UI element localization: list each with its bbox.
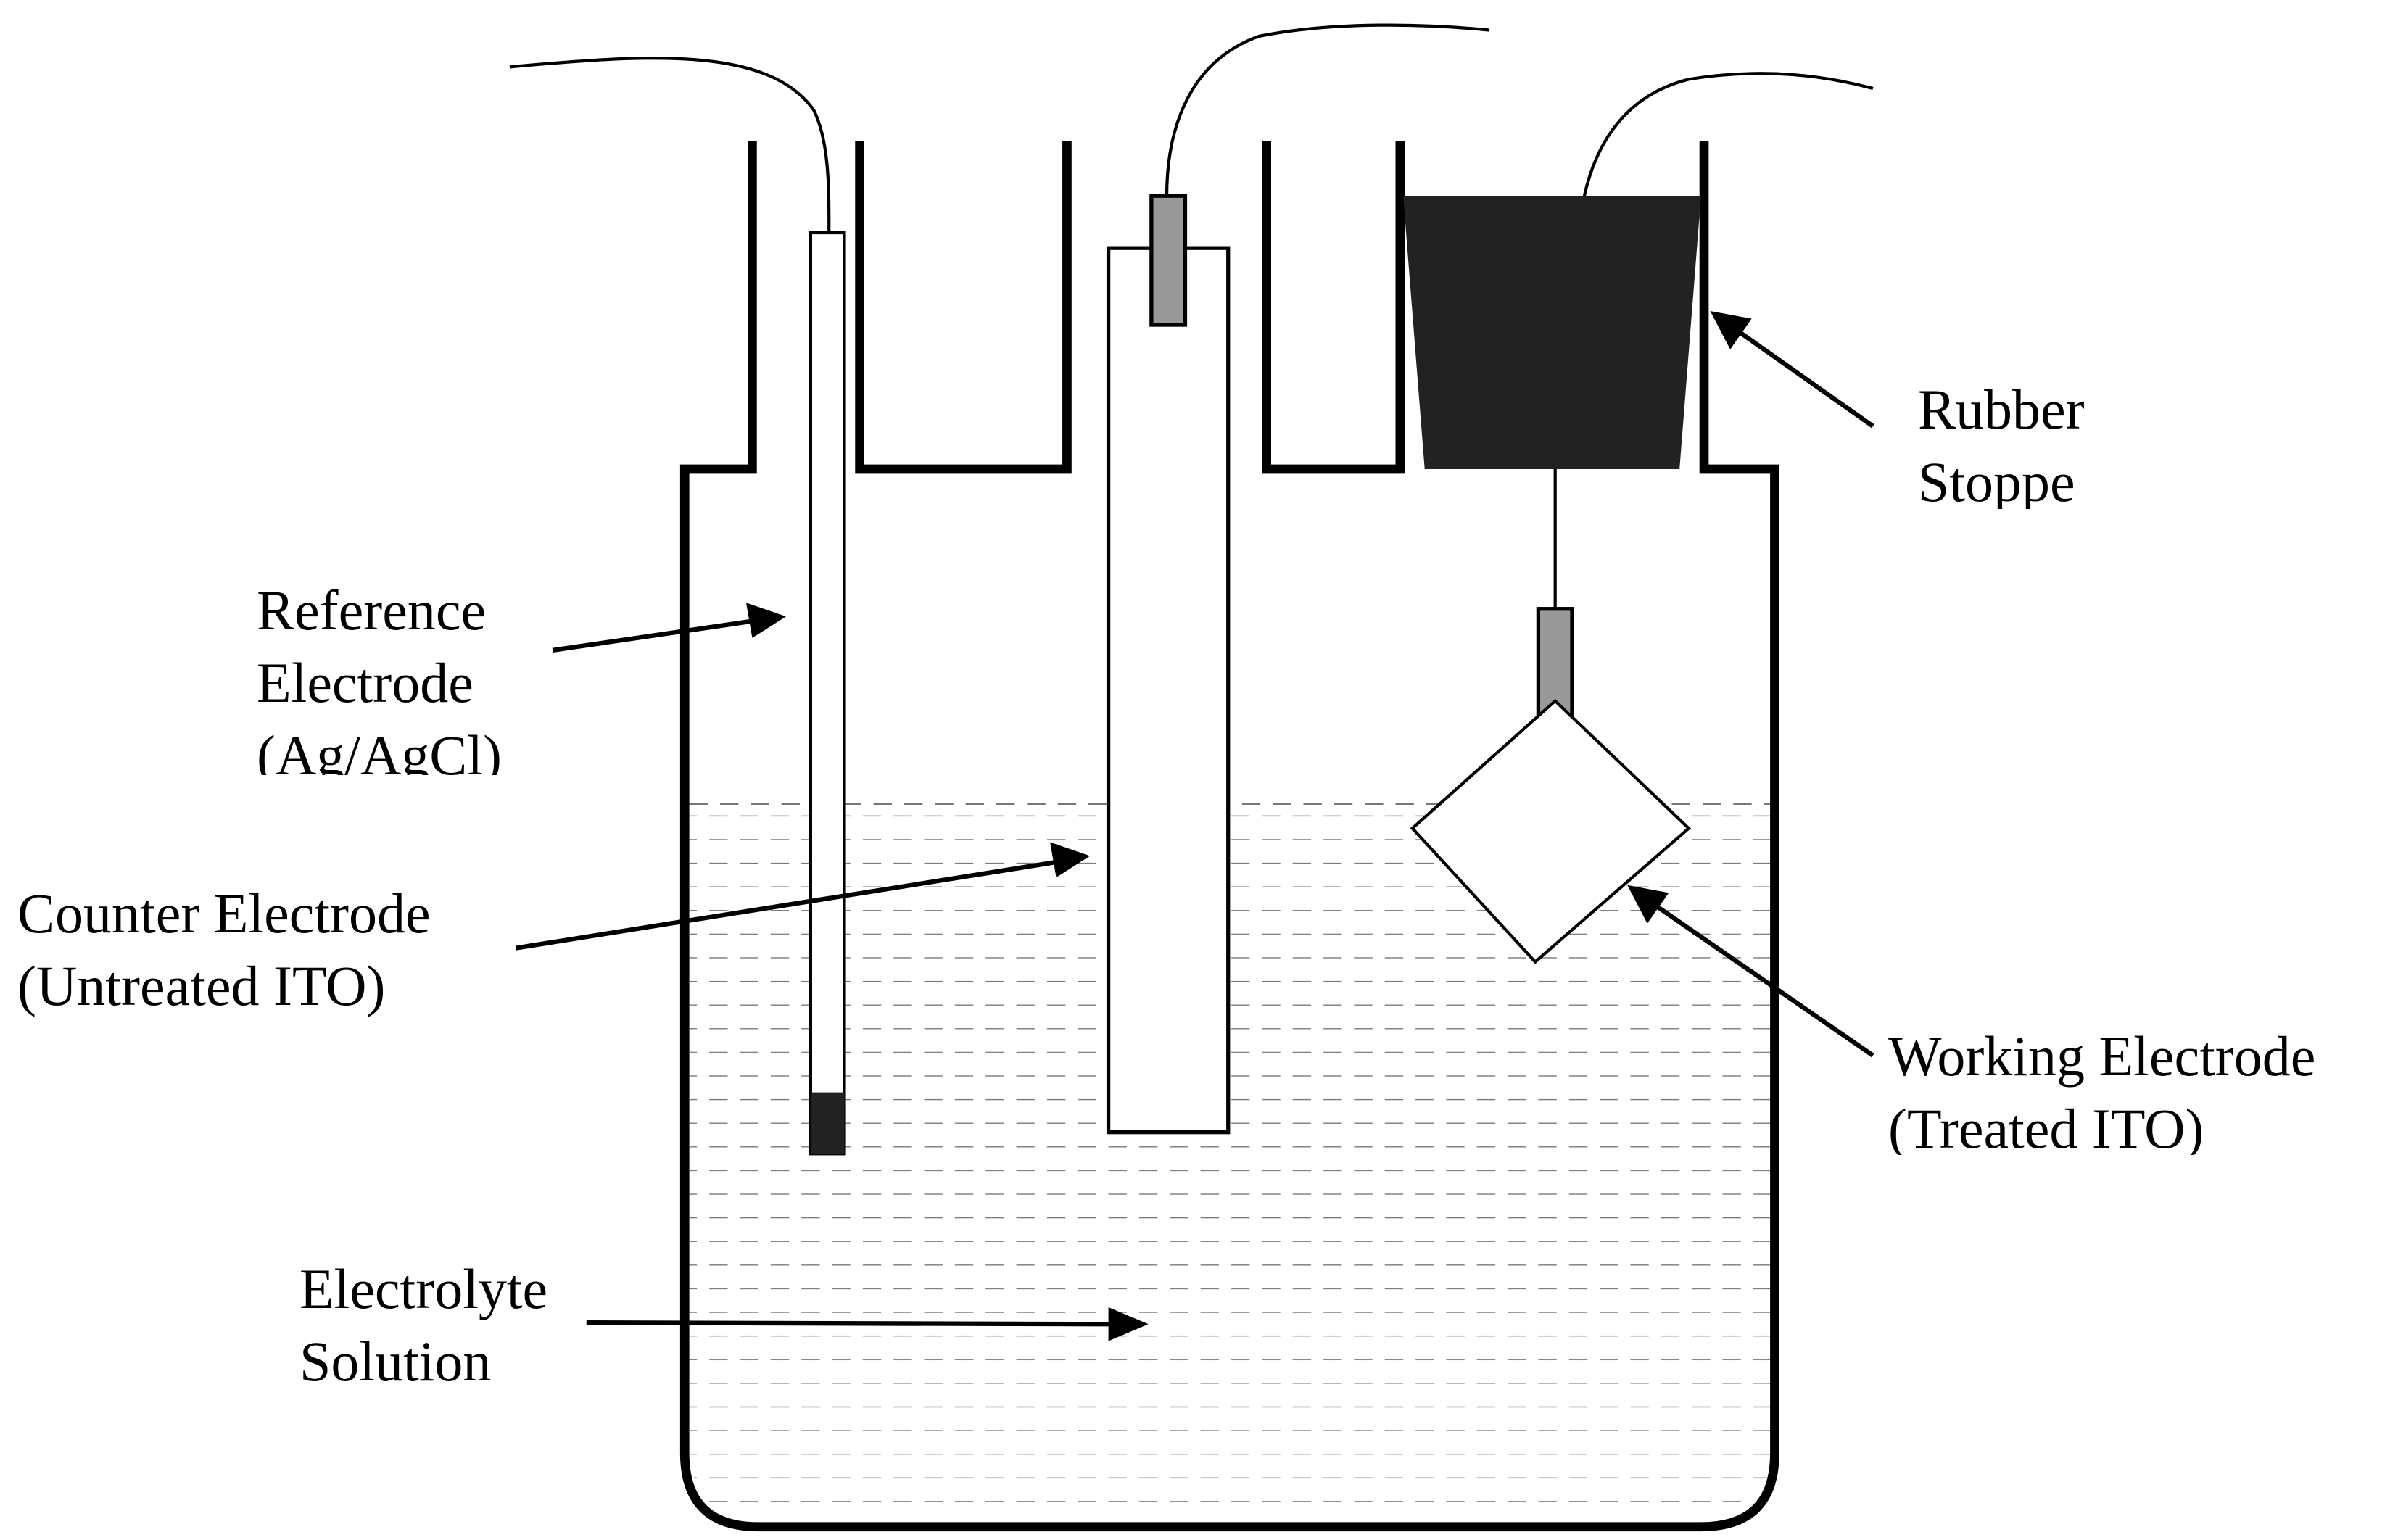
counter-plate xyxy=(1106,246,1231,1135)
counter-electrode-label: Counter Electrode (Untreated ITO) xyxy=(17,877,431,1022)
reference-tip xyxy=(810,1092,845,1154)
reference-label-line1: Reference xyxy=(257,579,487,642)
reference-wire xyxy=(509,57,831,233)
working-electrode-assembly xyxy=(1403,72,1874,964)
working-plate xyxy=(1410,698,1692,964)
counter-electrode xyxy=(1106,23,1489,1135)
rubber-label-line2: Stoppe xyxy=(1918,450,2075,509)
working-label-line2: (Treated ITO) xyxy=(1888,1097,2204,1155)
reference-tube xyxy=(809,231,846,1156)
reference-electrode xyxy=(509,57,846,1156)
reference-label-line2: Electrode xyxy=(257,651,474,714)
electrolyte-solution-label: Electrolyte Solution xyxy=(299,1253,547,1398)
electrolyte-label-line1: Electrolyte xyxy=(299,1257,548,1320)
counter-label-line2: (Untreated ITO) xyxy=(17,954,386,1017)
electrolyte-liquid xyxy=(689,803,1772,1520)
counter-wire xyxy=(1165,23,1489,196)
counter-clip xyxy=(1149,194,1188,327)
working-electrode-label: Working Electrode (Treated ITO) xyxy=(1888,1020,2315,1155)
electrolyte-label-line2: Solution xyxy=(299,1330,492,1393)
working-wire xyxy=(1582,72,1874,196)
reference-electrode-label: Reference Electrode (Ag/AgCl) xyxy=(257,574,502,775)
neck-middle xyxy=(855,140,1072,474)
counter-label-line1: Counter Electrode xyxy=(17,882,431,945)
rubber-arrow xyxy=(1710,310,1874,429)
reference-arrow xyxy=(552,603,786,653)
working-arrow xyxy=(1627,885,1874,1058)
neck-right xyxy=(1262,140,1405,474)
rubber-stopper-label: Rubber Stoppe xyxy=(1918,373,2085,509)
arrows xyxy=(515,310,1874,1341)
electrolyte-arrow xyxy=(586,1307,1149,1341)
rubber-stopper xyxy=(1403,196,1701,470)
cell-beaker xyxy=(679,140,1779,1532)
working-label-line1: Working Electrode xyxy=(1888,1024,2316,1088)
reference-label-line3: (Ag/AgCl) xyxy=(257,724,502,775)
counter-arrow xyxy=(515,842,1091,951)
rubber-label-line1: Rubber xyxy=(1918,378,2085,441)
